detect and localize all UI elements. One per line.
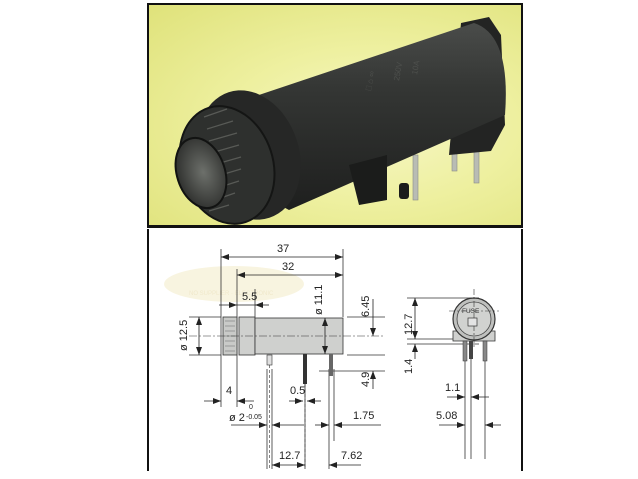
fuse-label: FUSE [462, 308, 480, 315]
dim-pin-diameter: ø 2 [229, 412, 245, 424]
dim-height-above: 6.45 [360, 296, 372, 317]
svg-text:10A: 10A [410, 59, 421, 75]
dim-pin-pitch: 5.08 [436, 410, 457, 422]
dim-cap-diameter: ø 12.5 [178, 320, 190, 351]
fuse-window [467, 317, 478, 327]
dim-cap-width: 5.5 [242, 291, 257, 303]
technical-drawing-svg: NO SUPPLIER · ELECTRONIC [164, 243, 501, 469]
dim-overall-length: 37 [277, 243, 289, 255]
dim-pin-spacing-2: 7.62 [341, 450, 362, 462]
dim-flange-width: 4 [226, 385, 232, 397]
dim-pin-spacing-1: 12.7 [279, 450, 300, 462]
svg-text:250V: 250V [392, 61, 404, 82]
dim-end-height: 12.7 [403, 314, 415, 335]
dim-pin-gap: 1.1 [445, 382, 460, 394]
svg-text:⎕ ⌂ ∞: ⎕ ⌂ ∞ [364, 70, 376, 91]
body-markings: ⎕ ⌂ ∞ 250V 10A [364, 59, 421, 91]
dim-pin-tol-lower: -0.05 [246, 414, 262, 421]
product-photo: ⎕ ⌂ ∞ 250V 10A [147, 3, 523, 228]
dim-pin-width: 0.5 [290, 385, 305, 397]
dim-height-below: 4.9 [360, 372, 372, 387]
dim-pin-offset: 1.75 [353, 410, 374, 422]
dimension-drawing: NO SUPPLIER · ELECTRONIC [147, 229, 523, 471]
dim-base-offset: 1.4 [403, 359, 415, 374]
dim-body-diameter: ø 11.1 [313, 285, 325, 315]
dim-pin-tol-upper: 0 [249, 404, 253, 411]
svg-text:NO SUPPLIER · ELECTRONIC: NO SUPPLIER · ELECTRONIC [189, 291, 274, 297]
fuse-holder-photo-illustration: ⎕ ⌂ ∞ 250V 10A [174, 17, 506, 225]
dim-body-length: 32 [282, 261, 294, 273]
